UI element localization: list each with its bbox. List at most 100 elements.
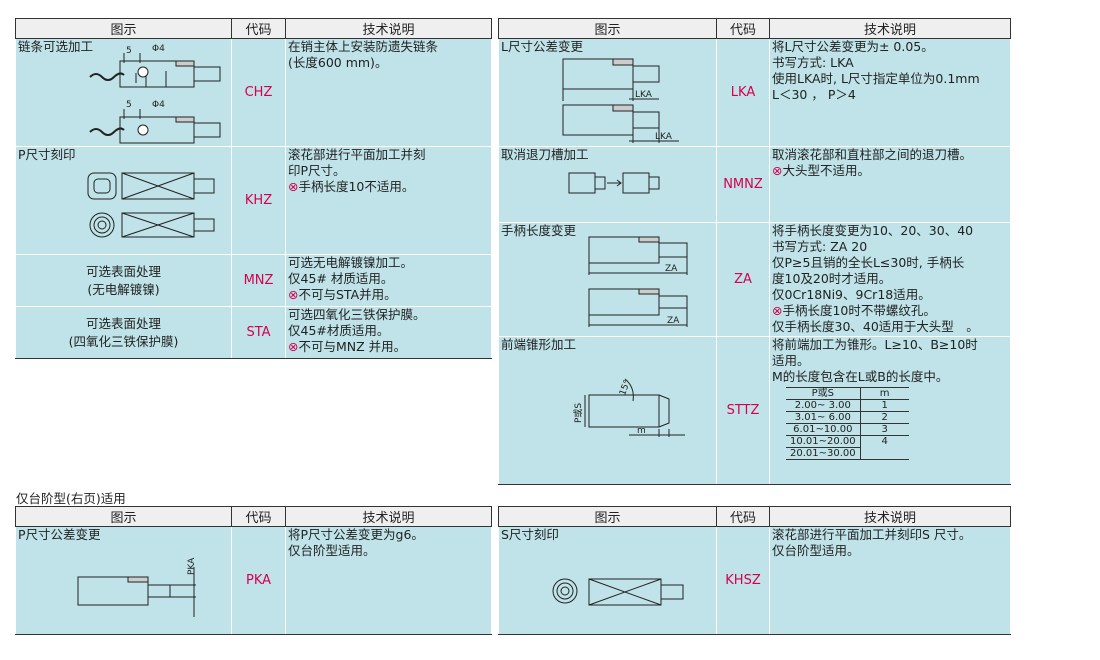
mnz-warning: ⊗不可与STA并用。 — [288, 287, 397, 302]
svg-text:15°: 15° — [618, 379, 633, 397]
taper-range: 20.01~30.00 — [786, 447, 861, 460]
chain-figure-cell: 链条可选加工 5 Φ4 5 Φ4 — [15, 38, 232, 147]
pka-spec: 将P尺寸公差变更为g6。 仅台阶型适用。 — [285, 526, 492, 635]
taper-m: 1 — [859, 399, 909, 412]
header-figure: 图示 — [15, 506, 232, 527]
p-mark-spec: 滚花部进行平面加工并刻 印P尺寸。 ⊗手柄长度10不适用。 — [285, 146, 492, 255]
chain-pin-drawing: 5 Φ4 5 Φ4 — [89, 44, 221, 144]
svg-text:Φ4: Φ4 — [152, 44, 165, 54]
za-spec-line: 书写方式: ZA 20 — [772, 239, 868, 254]
section-subtitle: 仅台阶型(右页)适用 — [16, 491, 126, 506]
khsz-spec-line: 仅台阶型适用。 — [772, 543, 860, 558]
p-mark-drawing — [87, 172, 215, 238]
taper-header-ps: P或S — [786, 387, 861, 400]
mnz-figure-cell: 可选表面处理 (无电解镀镍) — [15, 254, 232, 307]
svg-text:ZA: ZA — [665, 264, 678, 274]
chain-label: 链条可选加工 — [18, 39, 94, 54]
mnz-spec: 可选无电解镀镍加工。 仅45# 材质适用。 ⊗不可与STA并用。 — [285, 254, 492, 307]
nmnz-drawing — [568, 172, 660, 194]
options-table-bottom-left: 图示 代码 技术说明 P尺寸公差变更 PKA PKA 将P尺寸公差变更为g6。 … — [15, 506, 492, 635]
nmnz-spec: 取消滚花部和直柱部之间的退刀槽。 ⊗大头型不适用。 — [769, 146, 1011, 223]
sta-warning: ⊗不可与MNZ 并用。 — [288, 339, 407, 354]
chain-spec-line: (长度600 mm)。 — [288, 55, 388, 70]
sta-label-sub: (四氧化三铁保护膜) — [68, 333, 179, 349]
header-code: 代码 — [231, 18, 286, 39]
svg-text:Φ4: Φ4 — [152, 100, 165, 110]
p-mark-figure-cell: P尺寸刻印 — [15, 146, 232, 255]
taper-range: 2.00~ 3.00 — [786, 399, 861, 412]
pka-label: P尺寸公差变更 — [18, 527, 101, 542]
header-spec: 技术说明 — [769, 506, 1011, 527]
taper-range: 10.01~20.00 — [786, 435, 861, 448]
header-spec: 技术说明 — [285, 506, 492, 527]
header-code: 代码 — [231, 506, 286, 527]
svg-text:5: 5 — [126, 100, 132, 110]
lka-figure-cell: L尺寸公差变更 LKA LKA — [498, 38, 717, 147]
khsz-spec: 滚花部进行平面加工并刻印S 尺寸。 仅台阶型适用。 — [769, 526, 1011, 635]
pka-drawing: PKA — [77, 557, 197, 617]
za-spec-line: 仅0Cr18Ni9、9Cr18适用。 — [772, 287, 931, 302]
lka-spec-line: 将L尺寸公差变更为± 0.05。 — [772, 39, 934, 54]
svg-text:ZA: ZA — [667, 316, 680, 326]
options-table-bottom-right: 图示 代码 技术说明 S尺寸刻印 KHSZ 滚花部进行平面加工并刻印S 尺寸。 … — [498, 506, 1011, 635]
chain-spec: 在销主体上安装防遗失链条 (长度600 mm)。 — [285, 38, 492, 147]
lka-spec: 将L尺寸公差变更为± 0.05。 书写方式: LKA 使用LKA时, L尺寸指定… — [769, 38, 1011, 147]
za-spec-line: 仅手柄长度30、40适用于大头型 。 — [772, 319, 979, 334]
khsz-figure-cell: S尺寸刻印 — [498, 526, 717, 635]
sttz-spec-line: 适用。 — [772, 353, 810, 368]
svg-text:5: 5 — [126, 46, 132, 56]
mnz-label-sub: (无电解镀镍) — [87, 281, 160, 297]
header-spec: 技术说明 — [285, 18, 492, 39]
taper-header-m: m — [859, 387, 909, 400]
lka-spec-line: 使用LKA时, L尺寸指定单位为0.1mm — [772, 71, 980, 86]
za-warning: ⊗手柄长度10时不带螺纹孔。 — [772, 303, 936, 318]
warning-icon: ⊗ — [772, 303, 783, 318]
taper-m: 3 — [859, 423, 909, 436]
pka-spec-line: 将P尺寸公差变更为g6。 — [288, 527, 424, 542]
khsz-label: S尺寸刻印 — [501, 527, 559, 542]
za-spec-line: 度10及20时才适用。 — [772, 271, 892, 286]
warning-icon: ⊗ — [288, 287, 299, 302]
lka-label: L尺寸公差变更 — [501, 39, 583, 54]
sttz-code: STTZ — [716, 336, 770, 485]
header-figure: 图示 — [498, 18, 717, 39]
options-table-top-right: 图示 代码 技术说明 L尺寸公差变更 LKA LKA LKA 将L尺寸公差变更为… — [498, 18, 1011, 485]
taper-m: 2 — [859, 411, 909, 424]
lka-drawing: LKA LKA — [562, 58, 679, 143]
sta-label: 可选表面处理 — [85, 315, 161, 331]
p-mark-spec-line: 印P尺寸。 — [288, 163, 346, 178]
sttz-figure-cell: 前端锥形加工 P或S 15° m — [498, 336, 717, 485]
sttz-spec: 将前端加工为锥形。L≥10、B≥10时 适用。 M的长度包含在L或B的长度中。 … — [769, 336, 1011, 485]
lka-spec-line: L＜30 ， P＞4 — [772, 87, 856, 102]
khsz-drawing — [552, 578, 684, 606]
nmnz-label: 取消退刀槽加工 — [501, 147, 589, 162]
mnz-spec-line: 可选无电解镀镍加工。 — [288, 255, 414, 270]
nmnz-warning: ⊗大头型不适用。 — [772, 163, 870, 178]
khsz-spec-line: 滚花部进行平面加工并刻印S 尺寸。 — [772, 527, 972, 542]
za-figure-cell: 手柄长度变更 ZA ZA — [498, 222, 717, 337]
khsz-code: KHSZ — [716, 526, 770, 635]
p-mark-code: KHZ — [231, 146, 286, 255]
header-figure: 图示 — [15, 18, 232, 39]
taper-m: 4 — [859, 435, 909, 460]
sttz-drawing: P或S 15° m — [572, 378, 685, 437]
warning-icon: ⊗ — [288, 339, 299, 354]
pka-spec-line: 仅台阶型适用。 — [288, 543, 376, 558]
sttz-spec-line: 将前端加工为锥形。L≥10、B≥10时 — [772, 337, 978, 352]
sta-figure-cell: 可选表面处理 (四氧化三铁保护膜) — [15, 306, 232, 359]
nmnz-code: NMNZ — [716, 146, 770, 223]
za-label: 手柄长度变更 — [501, 223, 577, 238]
p-mark-label: P尺寸刻印 — [18, 147, 76, 162]
mnz-label: 可选表面处理 — [85, 263, 161, 279]
za-code: ZA — [716, 222, 770, 337]
nmnz-figure-cell: 取消退刀槽加工 — [498, 146, 717, 223]
header-spec: 技术说明 — [769, 18, 1011, 39]
sta-spec: 可选四氧化三铁保护膜。 仅45#材质适用。 ⊗不可与MNZ 并用。 — [285, 306, 492, 359]
p-mark-spec-line: 滚花部进行平面加工并刻 — [288, 147, 426, 162]
svg-text:LKA: LKA — [655, 132, 673, 142]
svg-text:PKA: PKA — [187, 557, 197, 575]
header-code: 代码 — [716, 18, 770, 39]
sta-spec-line: 可选四氧化三铁保护膜。 — [288, 307, 426, 322]
svg-text:LKA: LKA — [635, 90, 653, 100]
